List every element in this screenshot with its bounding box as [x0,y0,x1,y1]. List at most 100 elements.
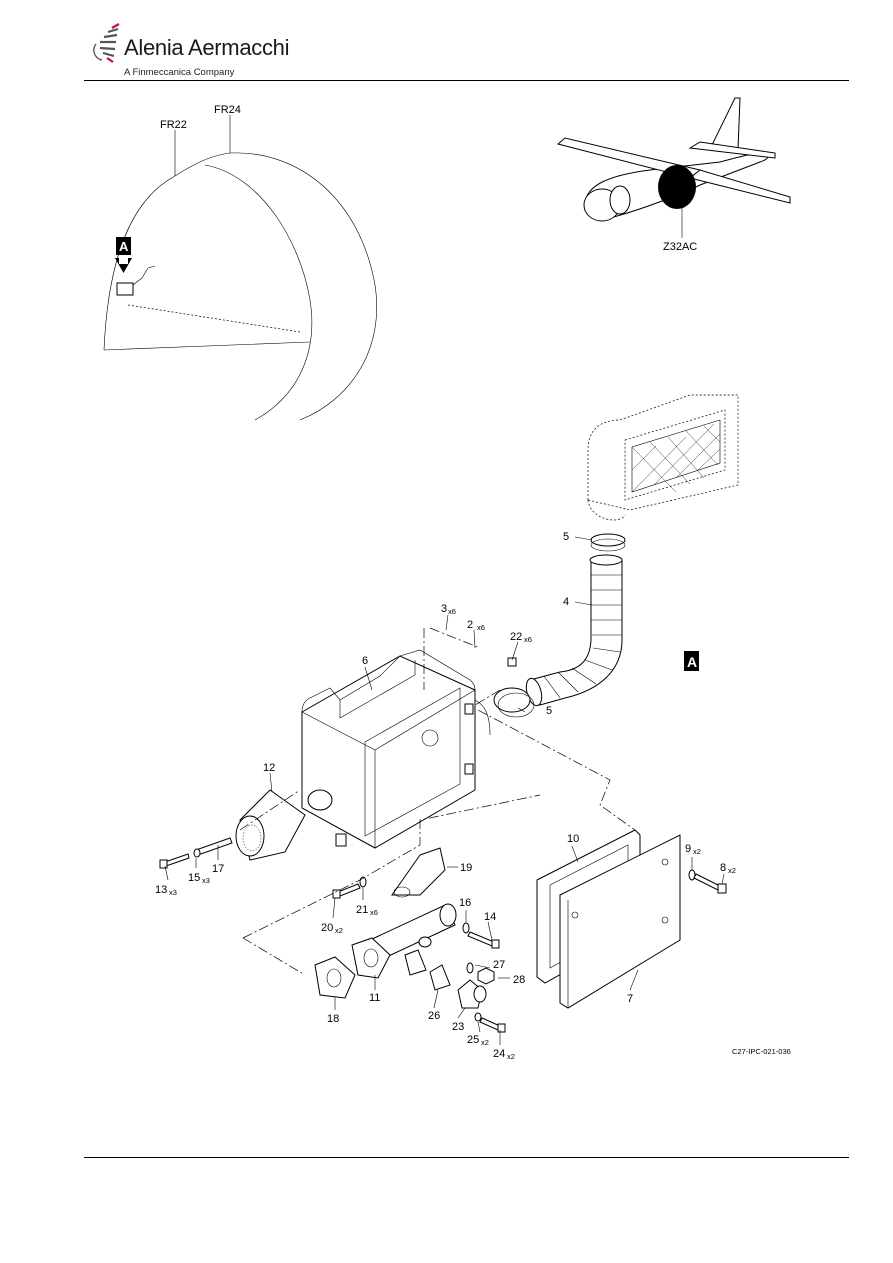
footer-rule [84,1157,849,1158]
svg-text:x3: x3 [202,876,210,885]
zone-highlight [658,165,696,209]
svg-text:3: 3 [441,603,447,615]
cover-panel [536,829,727,1009]
svg-text:15: 15 [188,872,200,884]
svg-text:13: 13 [155,884,167,896]
arrow-down-icon [115,258,132,273]
bolt-13 [164,853,190,867]
callout-6: 6 [362,655,368,667]
svg-text:x6: x6 [370,908,378,917]
washer-15 [193,848,201,858]
svg-text:5: 5 [546,705,552,717]
cone-adapter [159,789,306,869]
plate-7 [559,834,681,1009]
svg-text:14: 14 [484,911,496,923]
duct-assembly [493,533,626,718]
callout-12: 12 [263,762,275,774]
frame-label-fr24: FR24 [214,104,241,116]
view-a-marker [116,237,131,255]
svg-text:x2: x2 [481,1038,489,1047]
svg-text:28: 28 [513,974,525,986]
assembly-lines [239,627,636,976]
flange-18 [314,956,356,999]
svg-text:12: 12 [263,762,275,774]
svg-text:x6: x6 [477,623,485,632]
svg-text:16: 16 [459,897,471,909]
svg-text:8: 8 [720,862,726,874]
svg-text:x2: x2 [335,926,343,935]
company-name: Alenia Aermacchi [124,35,290,60]
company-tagline: A Finmeccanica Company [124,67,235,78]
logo-mark-icon [93,23,120,63]
gasket-26a [404,949,427,976]
callout-28: 28 [513,974,525,986]
svg-text:x2: x2 [507,1052,515,1061]
svg-text:10: 10 [567,833,579,845]
company-logo: Alenia Aermacchi A Finmeccanica Company [86,22,290,80]
callout-leaders [164,536,725,1045]
svg-text:x2: x2 [728,866,736,875]
svg-text:25: 25 [467,1034,479,1046]
callout-16: 16 [459,897,471,909]
detail-view-a-marker [684,651,699,671]
header-rule [84,80,849,81]
callout-14: 14 [484,911,496,923]
callout-5-upper: 5 [563,531,569,543]
svg-text:7: 7 [627,993,633,1005]
heater-unit-small [116,282,134,296]
clamp-lower [493,687,531,713]
svg-text:x3: x3 [169,888,177,897]
svg-text:19: 19 [460,862,472,874]
washer-25 [474,1012,482,1022]
gasket-26 [429,964,451,991]
nut-22 [507,657,517,667]
zone-label: Z32AC [663,241,697,253]
bolt-8 [693,873,721,891]
bolt-20 [337,883,361,897]
callout-7: 7 [627,993,633,1005]
bolt-14 [467,931,495,947]
svg-text:20: 20 [321,922,333,934]
fuselage-section-view: FR22 FR24 A [103,104,377,421]
svg-text:17: 17 [212,863,224,875]
callout-17: 17 [212,863,224,875]
air-intake-ghost [587,394,739,521]
callout-11: 11 [369,992,380,1004]
svg-text:5: 5 [563,531,569,543]
svg-text:9: 9 [685,843,691,855]
svg-text:23: 23 [452,1021,464,1033]
washer-16 [462,922,470,934]
detail-view-a-letter: A [687,654,697,670]
washer-27 [466,962,474,974]
callout-2: 2 x6 [467,619,485,632]
heater-box [301,649,491,849]
callout-4: 4 [563,596,569,608]
svg-text:18: 18 [327,1013,339,1025]
nut-28 [477,967,495,985]
callout-5-lower: 5 [546,705,552,717]
aircraft-zone-view: Z32AC [556,97,791,253]
svg-text:2: 2 [467,619,473,631]
svg-text:x6: x6 [448,607,456,616]
callout-18: 18 [327,1013,339,1025]
callout-19: 19 [460,862,472,874]
svg-text:27: 27 [493,959,505,971]
view-a-marker-letter: A [119,239,129,254]
stud-17 [195,837,233,856]
svg-text:26: 26 [428,1010,440,1022]
svg-text:x6: x6 [524,635,532,644]
callout-26: 26 [428,1010,440,1022]
svg-text:21: 21 [356,904,368,916]
